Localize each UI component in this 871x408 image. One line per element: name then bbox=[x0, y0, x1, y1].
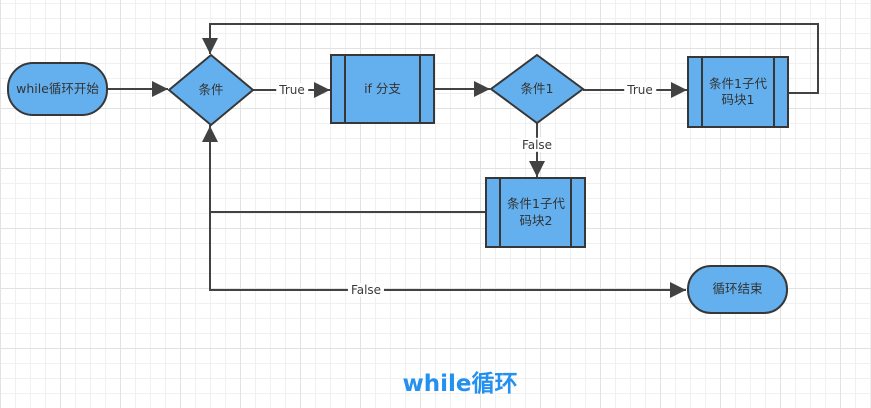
block1-inner-lines bbox=[701, 58, 775, 126]
if-branch-inner-lines bbox=[344, 56, 421, 122]
start-node-shape[interactable] bbox=[7, 62, 108, 116]
edge-block1-loopback-to-cond[interactable] bbox=[202, 23, 819, 94]
edge-block2-return-to-cond[interactable] bbox=[202, 126, 486, 213]
block2-inner-lines bbox=[499, 179, 572, 246]
cond-diamond-shape[interactable] bbox=[167, 53, 255, 127]
block2-node-shape[interactable] bbox=[485, 177, 586, 248]
end-node-shape[interactable] bbox=[687, 265, 788, 314]
edge-cond-false-to-end[interactable] bbox=[209, 125, 686, 298]
if-branch-node-shape[interactable] bbox=[330, 54, 435, 124]
cond1-diamond-shape[interactable] bbox=[489, 53, 585, 125]
block1-node-shape[interactable] bbox=[687, 56, 789, 128]
diagram-title: while循环 bbox=[402, 371, 518, 397]
